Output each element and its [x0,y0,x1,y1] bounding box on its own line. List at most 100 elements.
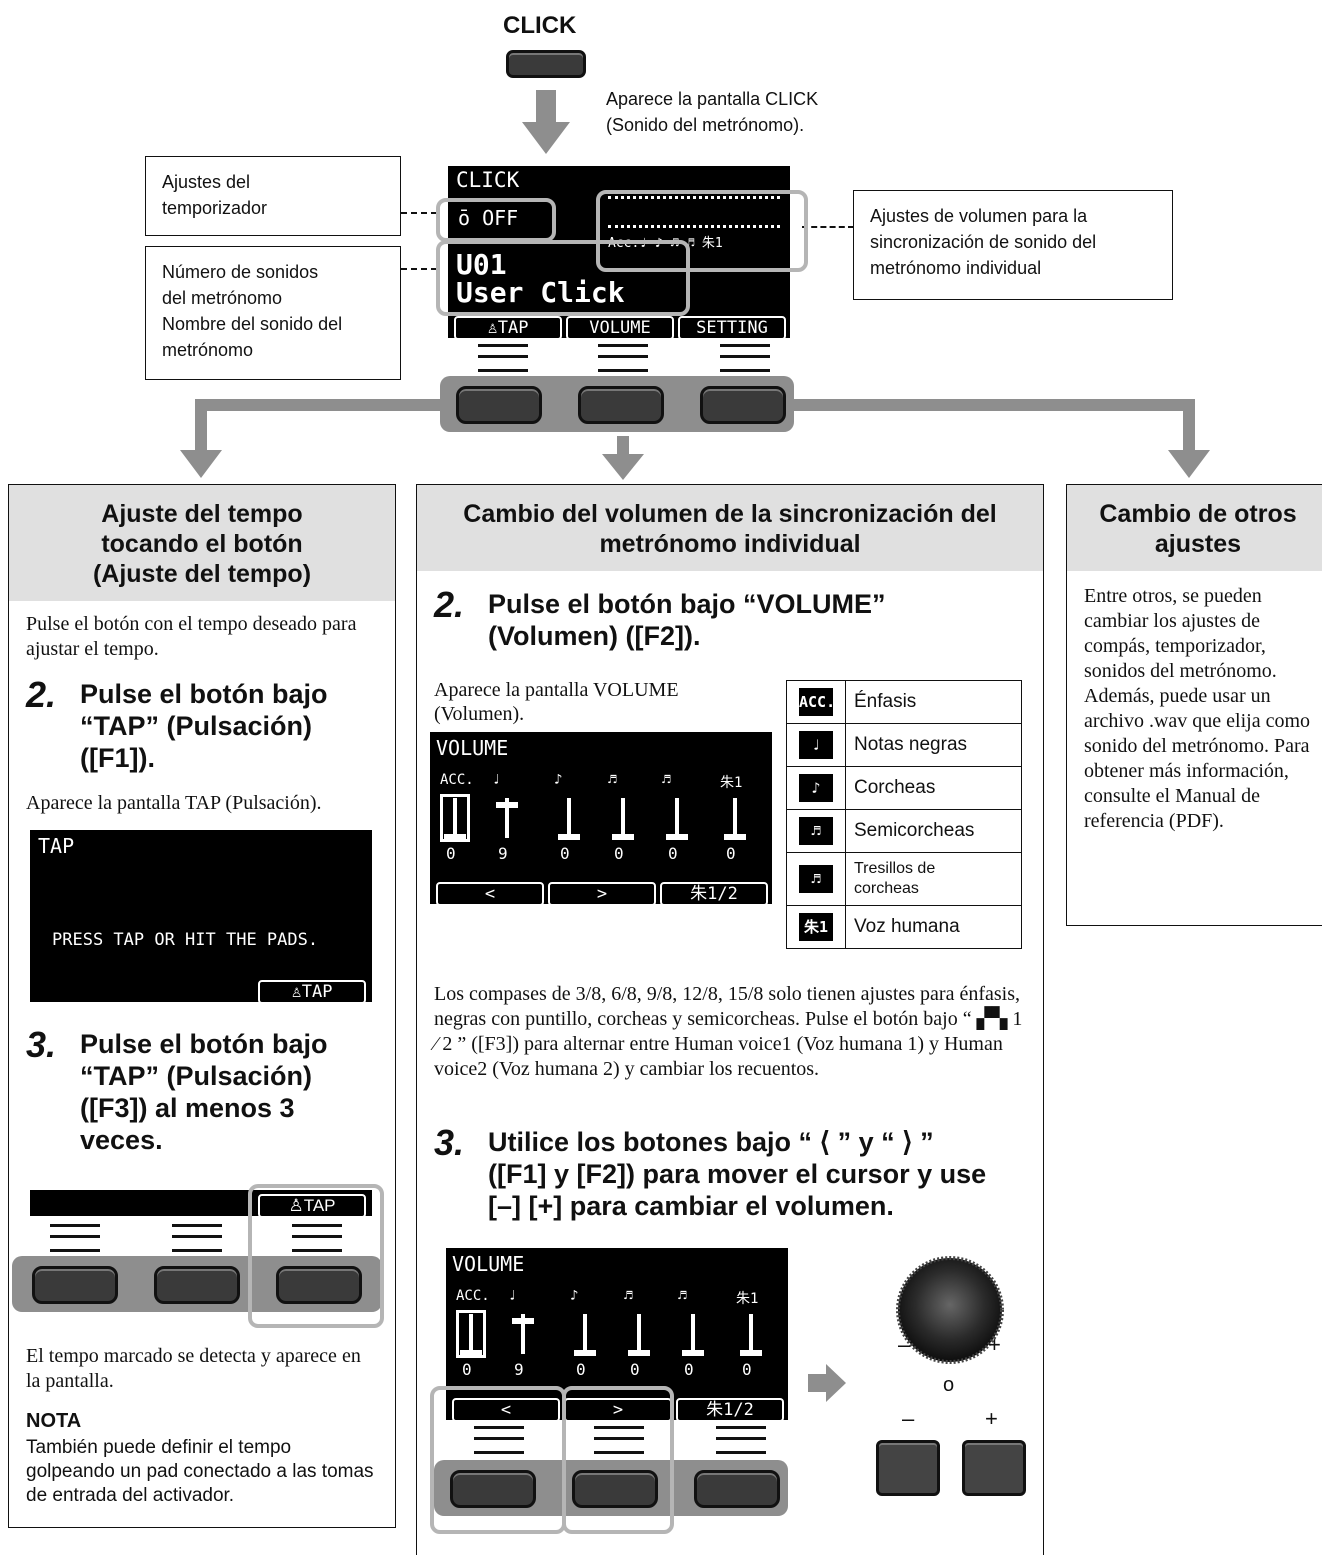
plus-button[interactable] [962,1440,1026,1496]
note-icon: ♪ [799,774,833,802]
channel-label: ACC. [440,772,474,788]
vol-paragraph: Los compases de 3/8, 6/8, 9/8, 12/8, 15/… [434,983,1023,1080]
channel-value: 0 [630,1360,640,1379]
channel-label: ♬ [678,1288,687,1304]
click-description: Aparece la pantalla CLICK (Sonido del me… [606,89,819,135]
legend-label: Notas negras [845,723,1022,767]
screen-title: CLICK [456,168,520,192]
channel-label: ♪ [570,1288,579,1304]
legend-label: Tresillos de corcheas [845,852,1022,906]
vol-appears: Aparece la pantalla VOLUME (Volumen). [434,679,679,725]
channel-value: 0 [726,844,736,863]
click-label: CLICK [503,12,577,39]
channel-value: 9 [498,844,508,863]
step3-number: 3. [26,1024,57,1065]
minus-label: – [902,1406,915,1431]
vol-f1-button[interactable] [450,1470,536,1508]
callout-connector [401,212,437,214]
channel-fader [724,798,746,840]
sound-highlight [436,240,690,316]
tap-title: TAP [38,834,75,858]
dial-plus: + [988,1332,1001,1357]
or-label: o [943,1374,955,1396]
branch-line-left-down [195,399,207,453]
vol2-title: VOLUME [452,1252,525,1276]
vol-softkey-left: < [436,882,544,906]
vol2-softkey-voice: 朱1/2 [676,1398,784,1422]
branch-line-middle [617,436,629,456]
legend-label: Énfasis [845,680,1022,724]
legend-label: Corcheas [845,766,1022,810]
channel-value: 0 [742,1360,752,1379]
step2-text: Pulse el botón bajo “TAP” (Pulsación) ([… [80,679,328,773]
click-button[interactable] [506,50,586,78]
volume-callout: Ajustes de volumen para la sincronizació… [853,190,1173,300]
volume-panel-header: Cambio del volumen de la sincronización … [417,485,1043,571]
volume-highlight [596,190,808,272]
dial-minus: – [898,1332,911,1357]
legend-icon-cell: 朱1 [786,905,846,949]
vol-softkey-voice: 朱1/2 [660,882,768,906]
mini-f3-button[interactable] [276,1266,362,1304]
tempo-result: El tempo marcado se detecta y aparece en… [26,1345,361,1392]
softkey-volume: VOLUME [566,316,674,340]
channel-value: 0 [462,1360,472,1379]
channel-value: 0 [560,844,570,863]
channel-fader [682,1314,704,1356]
legend-row: ♬Tresillos de corcheas [786,852,1022,906]
note-icon: ♬ [799,817,833,845]
f3-button[interactable] [700,386,786,424]
legend-row: ♩Notas negras [786,723,1022,767]
vol-title: VOLUME [436,736,509,760]
branch-line-right [794,399,1192,411]
vol-f2-lines-icon [594,1426,644,1454]
tap-screen: TAP PRESS TAP OR HIT THE PADS. ♙TAP [30,830,372,1004]
mini-faders [608,196,780,228]
f2-button[interactable] [578,386,664,424]
legend-row: ♪ Corcheas [786,766,1022,810]
channel-value: 0 [576,1360,586,1379]
tap-softkey: ♙TAP [258,980,366,1004]
channel-value: 0 [668,844,678,863]
mini-f2-button[interactable] [154,1266,240,1304]
vol-f3-lines-icon [716,1426,766,1454]
vol-f3-button[interactable] [694,1470,780,1508]
f1-button[interactable] [456,386,542,424]
mini-f2-lines-icon [172,1224,222,1252]
channel-fader [456,1310,486,1358]
legend-row: ♬ Semicorcheas [786,809,1022,853]
mini-f1-button[interactable] [32,1266,118,1304]
legend-label: Semicorcheas [845,809,1022,853]
click-screen: CLICK ō OFF U01 User Click Acc.♩ ♪ ♬ ♬ 朱… [448,166,790,340]
minus-button[interactable] [876,1440,940,1496]
branch-line-left [195,399,440,411]
volume-legend-table: ACC. Énfasis♩Notas negras ♪ Corcheas ♬ Semico… [786,680,1022,949]
f1-lines-icon [478,344,528,372]
step2-number: 2. [26,674,57,715]
channel-label: 朱1 [736,1291,759,1307]
note-icon: 朱1 [799,913,833,941]
left-down-arrow-icon [180,450,222,478]
right-arrow-shaft [808,1374,828,1392]
mini-f3-lines-icon [292,1224,342,1252]
f2-highlight [562,1386,674,1534]
vol-step2-number: 2. [434,584,465,625]
legend-row: 朱1 Voz humana [786,905,1022,949]
timer-callout: Ajustes del temporizador [145,156,401,236]
sound-name: User Click [456,276,625,309]
right-down-arrow-icon [1168,450,1210,478]
channel-fader [740,1314,762,1356]
channel-label: ACC. [456,1288,490,1304]
vol-f2-button[interactable] [572,1470,658,1508]
channel-fader [558,798,580,840]
note-icon: ACC. [799,688,835,716]
softkey-tap: ♙TAP [454,316,562,340]
down-arrow-icon [536,90,556,124]
callout-connector [401,268,437,270]
vol-step3-text: Utilice los botones bajo “ ⟨ ” y “ ⟩ ” (… [488,1127,987,1221]
legend-label: Voz humana [845,905,1022,949]
tap-message: PRESS TAP OR HIT THE PADS. [52,930,319,950]
data-dial[interactable] [896,1256,1004,1364]
callout-connector [802,226,854,228]
